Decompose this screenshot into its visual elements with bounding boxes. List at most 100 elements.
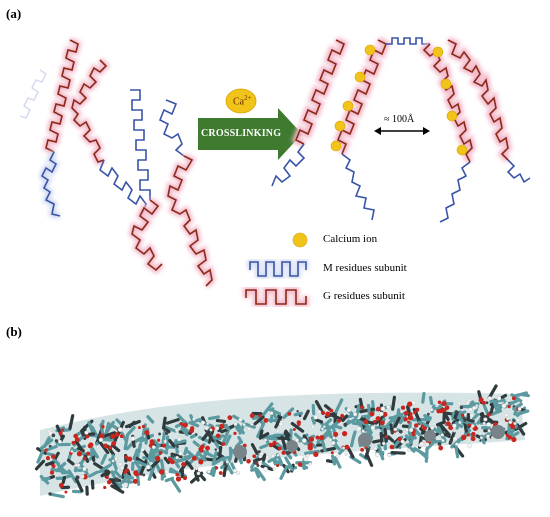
bond-stick xyxy=(490,409,503,417)
atom xyxy=(311,425,315,429)
atom xyxy=(510,423,516,429)
bond-stick xyxy=(159,448,169,455)
bond-stick xyxy=(212,436,222,441)
atom xyxy=(175,428,179,433)
bond-stick xyxy=(152,439,160,447)
atom xyxy=(263,438,268,442)
atom xyxy=(177,437,182,442)
atom xyxy=(505,433,509,437)
atom xyxy=(379,420,385,426)
bond-stick xyxy=(243,422,256,429)
atom xyxy=(214,426,220,431)
bond-stick xyxy=(279,465,288,480)
bond-stick xyxy=(288,428,293,443)
atom xyxy=(114,477,119,482)
atom xyxy=(218,471,223,475)
bond-stick xyxy=(319,436,327,452)
atom xyxy=(158,432,162,436)
panel-a-label: (a) xyxy=(6,6,22,21)
atom xyxy=(277,446,282,451)
atom xyxy=(64,490,68,494)
g-chain-left-1 xyxy=(42,37,82,155)
m-chain-left-2 xyxy=(99,159,147,215)
bond-stick xyxy=(406,405,411,417)
bond-stick xyxy=(163,456,171,465)
atom xyxy=(457,432,461,436)
atom xyxy=(132,478,138,484)
atom xyxy=(467,425,471,429)
atom xyxy=(142,473,146,477)
bond-stick xyxy=(120,431,128,442)
atom xyxy=(236,471,240,475)
bond-stick xyxy=(383,427,388,443)
bond-stick xyxy=(115,418,123,426)
atom xyxy=(297,422,301,427)
atom xyxy=(232,468,237,473)
bond-stick xyxy=(113,470,122,479)
bond-stick xyxy=(333,456,342,469)
atom xyxy=(259,451,264,456)
atom xyxy=(292,427,296,431)
atom xyxy=(178,451,183,456)
atom xyxy=(250,422,254,426)
atom xyxy=(422,426,427,431)
bond-stick xyxy=(425,440,436,451)
atom xyxy=(144,429,150,436)
atom xyxy=(448,425,454,431)
bond-stick xyxy=(218,445,223,459)
atom xyxy=(103,443,109,449)
atom xyxy=(45,456,51,461)
atom xyxy=(369,411,375,417)
atom xyxy=(457,401,461,405)
bond-stick xyxy=(221,428,230,445)
atom xyxy=(479,439,482,442)
atom xyxy=(82,466,87,472)
atom xyxy=(407,415,414,421)
atom xyxy=(320,427,324,431)
atom xyxy=(375,452,380,458)
bond-stick xyxy=(125,440,135,451)
atom xyxy=(370,425,376,431)
bond-stick xyxy=(234,424,241,432)
bond-stick xyxy=(110,470,117,479)
atom xyxy=(98,437,104,443)
atom xyxy=(469,413,474,418)
g-chain-right-outer-right xyxy=(446,36,512,163)
atom xyxy=(159,469,165,475)
bond-stick xyxy=(146,415,155,424)
bond-stick xyxy=(341,414,349,423)
bond-stick xyxy=(438,423,451,437)
bond-stick xyxy=(253,415,265,426)
atom xyxy=(319,435,325,441)
atom xyxy=(207,469,211,474)
bond-stick xyxy=(172,439,187,445)
legend-g-symbol xyxy=(243,287,309,307)
atom xyxy=(258,414,262,418)
atom xyxy=(296,410,299,413)
bond-stick xyxy=(392,417,397,428)
atom xyxy=(86,451,91,456)
atom xyxy=(76,450,83,457)
atom xyxy=(454,410,459,414)
bond-stick xyxy=(349,434,356,448)
atom xyxy=(221,442,226,446)
atom xyxy=(54,439,59,443)
atom xyxy=(140,447,145,452)
atom xyxy=(51,433,56,438)
atom xyxy=(175,472,179,477)
atom xyxy=(263,466,268,472)
atom xyxy=(504,413,509,418)
bond-stick xyxy=(123,433,130,451)
atom xyxy=(496,396,502,401)
atom xyxy=(409,412,413,416)
atom xyxy=(192,417,196,421)
atom xyxy=(298,414,302,417)
atom xyxy=(219,423,225,429)
atom xyxy=(49,470,55,475)
bond-stick xyxy=(262,402,274,416)
atom xyxy=(512,419,516,423)
bond-stick xyxy=(271,457,283,467)
atom xyxy=(276,429,280,433)
atom xyxy=(106,479,112,485)
m-chain-left-faint xyxy=(19,69,47,119)
